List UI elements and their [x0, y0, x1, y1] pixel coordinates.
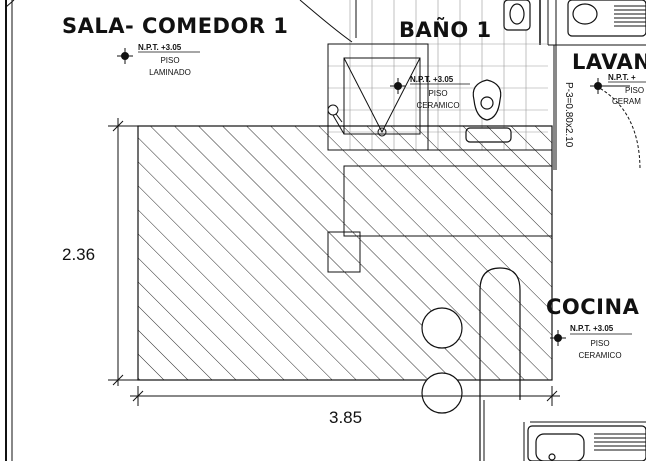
floor-type-sala-1: PISO	[160, 56, 179, 65]
npt-cocina: N.P.T. +3.05	[570, 324, 614, 333]
level-marker-lavanderia: N.P.T. + PISO CERAM	[590, 73, 646, 106]
washer-icon	[503, 0, 646, 37]
floor-type-bano-2: CERAMICO	[416, 101, 459, 110]
kitchen-shapes	[421, 267, 521, 461]
walls	[5, 0, 646, 461]
dimension-vertical	[108, 118, 138, 386]
room-label-lavanderia: LAVAN	[572, 50, 646, 74]
hatched-area	[137, 125, 553, 381]
room-label-sala: SALA- COMEDOR 1	[62, 14, 288, 38]
room-label-cocina: COCINA 1	[546, 295, 646, 319]
door-swing-arc	[299, 0, 353, 43]
npt-lavanderia: N.P.T. +	[608, 73, 636, 82]
floor-type-lavanderia-1: PISO	[625, 86, 644, 95]
dimension-height: 2.36	[62, 245, 95, 264]
floor-type-bano-1: PISO	[428, 89, 447, 98]
dimension-width: 3.85	[329, 408, 362, 427]
floor-type-cocina-2: CERAMICO	[578, 351, 621, 360]
npt-bano: N.P.T. +3.05	[410, 75, 454, 84]
dimension-horizontal	[130, 386, 560, 406]
room-label-bano: BAÑO 1	[399, 17, 492, 42]
sink-icon	[527, 425, 646, 461]
door-label: P-3=0.80x2.10	[563, 82, 574, 148]
level-marker-bano: N.P.T. +3.05 PISO CERAMICO	[390, 75, 470, 110]
npt-sala: N.P.T. +3.05	[138, 43, 182, 52]
dim-bg	[56, 240, 116, 266]
level-marker-sala: N.P.T. +3.05 PISO LAMINADO	[117, 43, 200, 77]
floor-type-cocina-1: PISO	[590, 339, 609, 348]
floor-type-lavanderia-2: CERAM	[612, 97, 641, 106]
floor-type-sala-2: LAMINADO	[149, 68, 191, 77]
level-marker-cocina: N.P.T. +3.05 PISO CERAMICO	[550, 324, 632, 360]
